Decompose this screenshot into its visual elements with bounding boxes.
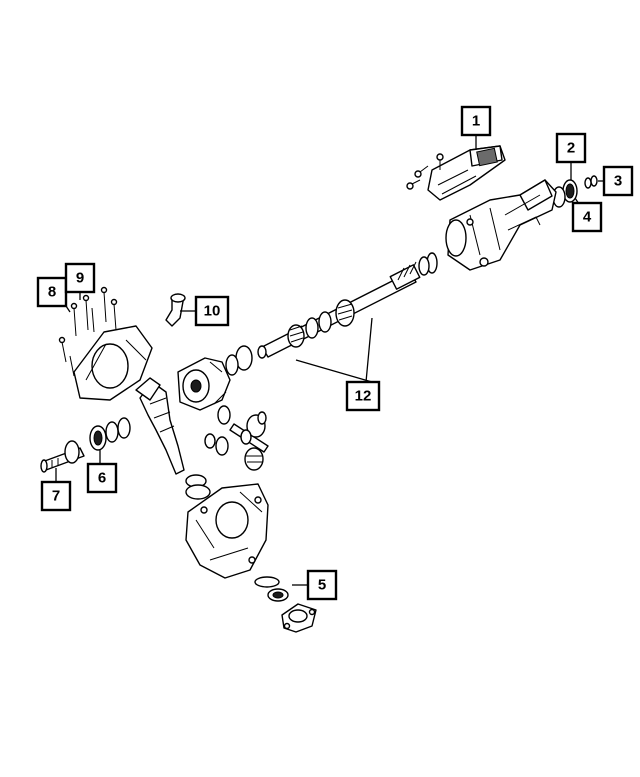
callout-5-label: 5 bbox=[318, 577, 326, 594]
part-axle-shaft-seal bbox=[89, 417, 131, 451]
part-vent-hose bbox=[165, 293, 186, 327]
part-intermediate-shaft bbox=[225, 252, 438, 376]
part-differential-gears bbox=[204, 405, 269, 471]
callout-2-label: 2 bbox=[567, 140, 575, 157]
part-axle-shaft-left bbox=[40, 440, 85, 473]
callout-12-label: 12 bbox=[355, 388, 372, 405]
part-differential-case bbox=[177, 357, 231, 411]
callout-4: 4 bbox=[571, 201, 603, 233]
callout-9: 9 bbox=[64, 262, 96, 294]
part-pinion-seal bbox=[254, 576, 289, 602]
part-drive-pinion bbox=[135, 377, 211, 500]
part-snap-ring bbox=[584, 175, 598, 189]
part-diff-cover bbox=[73, 325, 153, 401]
callout-9-label: 9 bbox=[76, 270, 84, 287]
part-pinion-yoke bbox=[281, 603, 317, 633]
callout-8-label: 8 bbox=[48, 284, 56, 301]
callout-1: 1 bbox=[460, 105, 492, 137]
part-axle-seal bbox=[562, 179, 578, 203]
callout-3: 3 bbox=[602, 165, 634, 197]
callout-7: 7 bbox=[40, 480, 72, 512]
callout-6: 6 bbox=[86, 462, 118, 494]
part-mount-bracket bbox=[406, 145, 506, 201]
callout-6-label: 6 bbox=[98, 470, 106, 487]
callout-8: 8 bbox=[36, 276, 68, 308]
callout-4-label: 4 bbox=[583, 209, 592, 226]
callout-2: 2 bbox=[555, 132, 587, 164]
callout-1-label: 1 bbox=[472, 113, 480, 130]
callout-10-label: 10 bbox=[204, 303, 221, 320]
part-cover-bolts bbox=[58, 286, 118, 377]
callout-12: 12 bbox=[345, 380, 381, 412]
part-axle-tube-housing bbox=[445, 179, 557, 271]
callout-7-label: 7 bbox=[52, 488, 60, 505]
callout-5: 5 bbox=[306, 569, 338, 601]
leader-lines bbox=[55, 136, 604, 586]
callout-3-label: 3 bbox=[614, 173, 622, 190]
part-carrier-housing bbox=[185, 483, 269, 579]
callout-10: 10 bbox=[194, 295, 230, 327]
